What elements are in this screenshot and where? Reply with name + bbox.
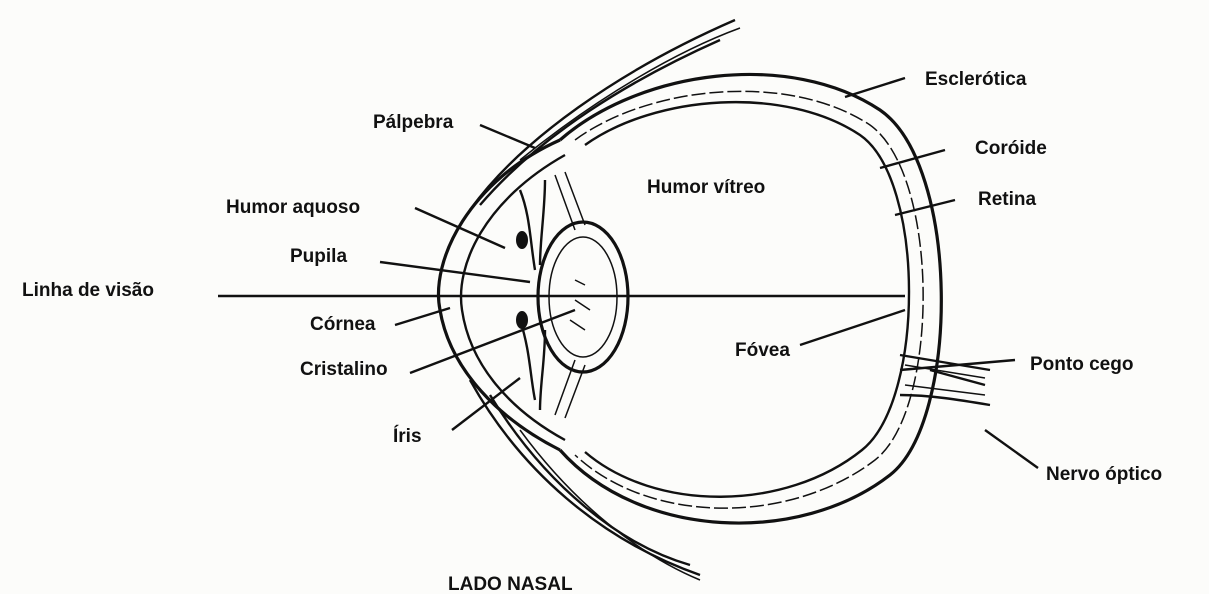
label-iris: Íris	[393, 425, 422, 447]
label-lado-nasal: LADO NASAL	[448, 574, 573, 594]
retina-layer	[585, 102, 909, 497]
label-cristalino: Cristalino	[300, 359, 388, 380]
label-coroide: Coróide	[975, 138, 1047, 159]
label-fovea: Fóvea	[735, 340, 790, 361]
label-retina: Retina	[978, 189, 1037, 210]
label-palpebra: Pálpebra	[373, 112, 454, 133]
label-esclerotica: Esclerótica	[925, 69, 1027, 90]
label-humor-vitreo: Humor vítreo	[647, 177, 765, 198]
label-pupila: Pupila	[290, 246, 347, 267]
lower-eyelid	[470, 380, 700, 580]
label-ponto-cego: Ponto cego	[1030, 354, 1133, 375]
label-nervo-optico: Nervo óptico	[1046, 464, 1162, 485]
label-linha-visao: Linha de visão	[22, 280, 154, 301]
label-humor-aquoso: Humor aquoso	[226, 197, 360, 218]
label-cornea: Córnea	[310, 314, 376, 335]
